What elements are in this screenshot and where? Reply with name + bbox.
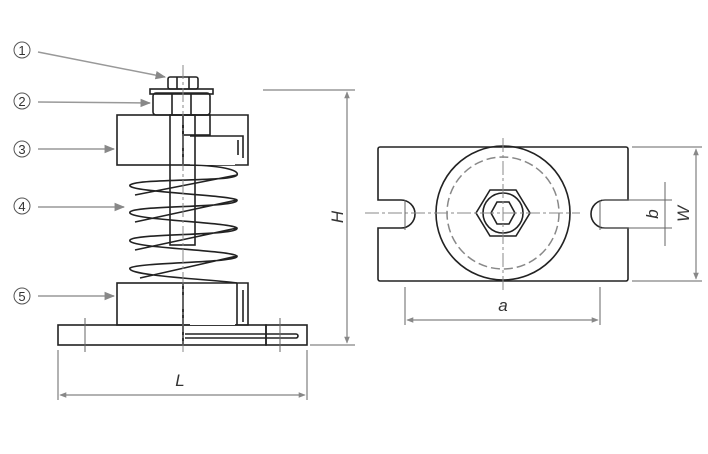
svg-text:a: a bbox=[498, 296, 507, 315]
svg-text:3: 3 bbox=[18, 142, 25, 157]
bottom-bracket bbox=[182, 282, 249, 326]
svg-text:H: H bbox=[328, 210, 347, 223]
svg-text:2: 2 bbox=[18, 94, 25, 109]
dimension-L: L bbox=[57, 350, 308, 400]
svg-text:b: b bbox=[643, 209, 662, 218]
top-rubber-block bbox=[116, 114, 184, 166]
base-plate-rubber bbox=[57, 324, 184, 346]
bottom-rubber-block bbox=[116, 282, 184, 326]
top-view bbox=[365, 138, 629, 292]
svg-text:W: W bbox=[674, 204, 693, 222]
dimension-W: W bbox=[632, 146, 702, 282]
base-plate-bracket bbox=[182, 324, 267, 346]
side-view bbox=[57, 65, 308, 352]
svg-text:4: 4 bbox=[18, 199, 25, 214]
callouts: 1 2 3 4 5 bbox=[13, 41, 167, 305]
base-plate-outline bbox=[377, 146, 629, 282]
dimension-H: H bbox=[263, 89, 355, 346]
callout-2: 2 bbox=[13, 92, 152, 110]
callout-4: 4 bbox=[13, 197, 126, 215]
spring bbox=[129, 164, 238, 284]
washer-nut bbox=[152, 92, 211, 116]
svg-text:1: 1 bbox=[18, 43, 25, 58]
svg-text:5: 5 bbox=[18, 289, 25, 304]
dimension-b: b bbox=[602, 182, 672, 246]
top-bracket bbox=[182, 114, 249, 166]
callout-1: 1 bbox=[13, 41, 167, 80]
callout-5: 5 bbox=[13, 287, 116, 305]
callout-3: 3 bbox=[13, 140, 116, 158]
dimension-a: a bbox=[404, 287, 601, 325]
svg-text:L: L bbox=[175, 371, 184, 390]
base-plate-slot bbox=[265, 324, 308, 346]
